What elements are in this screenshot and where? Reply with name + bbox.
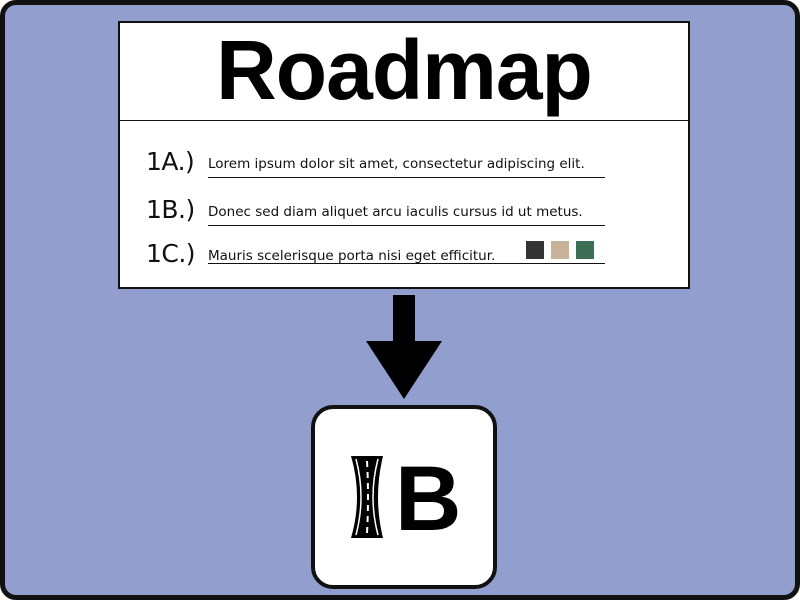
- item-underline: [208, 177, 605, 178]
- roadmap-card: Roadmap 1A.) Lorem ipsum dolor sit amet,…: [118, 21, 690, 289]
- title-divider: [120, 120, 688, 121]
- item-text: Mauris scelerisque porta nisi eget effic…: [208, 248, 496, 264]
- item-text: Donec sed diam aliquet arcu iaculis curs…: [208, 204, 583, 220]
- road-icon: B: [351, 448, 461, 550]
- down-arrow-icon: [366, 295, 442, 399]
- roadmap-item-1b: 1B.) Donec sed diam aliquet arcu iaculis…: [120, 195, 688, 235]
- logo-letter: B: [395, 448, 461, 550]
- item-number: 1B.): [146, 195, 195, 224]
- color-swatch: [576, 241, 594, 259]
- item-underline: [208, 263, 605, 264]
- item-underline: [208, 225, 605, 226]
- color-swatch: [526, 241, 544, 259]
- roadmap-item-1c: 1C.) Mauris scelerisque porta nisi eget …: [120, 239, 688, 279]
- item-text: Lorem ipsum dolor sit amet, consectetur …: [208, 156, 585, 172]
- item-number: 1C.): [146, 239, 196, 268]
- color-swatch: [551, 241, 569, 259]
- roadmap-item-1a: 1A.) Lorem ipsum dolor sit amet, consect…: [120, 147, 688, 187]
- roadmap-title: Roadmap: [216, 23, 593, 117]
- logo-box: B: [311, 405, 497, 589]
- item-number: 1A.): [146, 147, 195, 176]
